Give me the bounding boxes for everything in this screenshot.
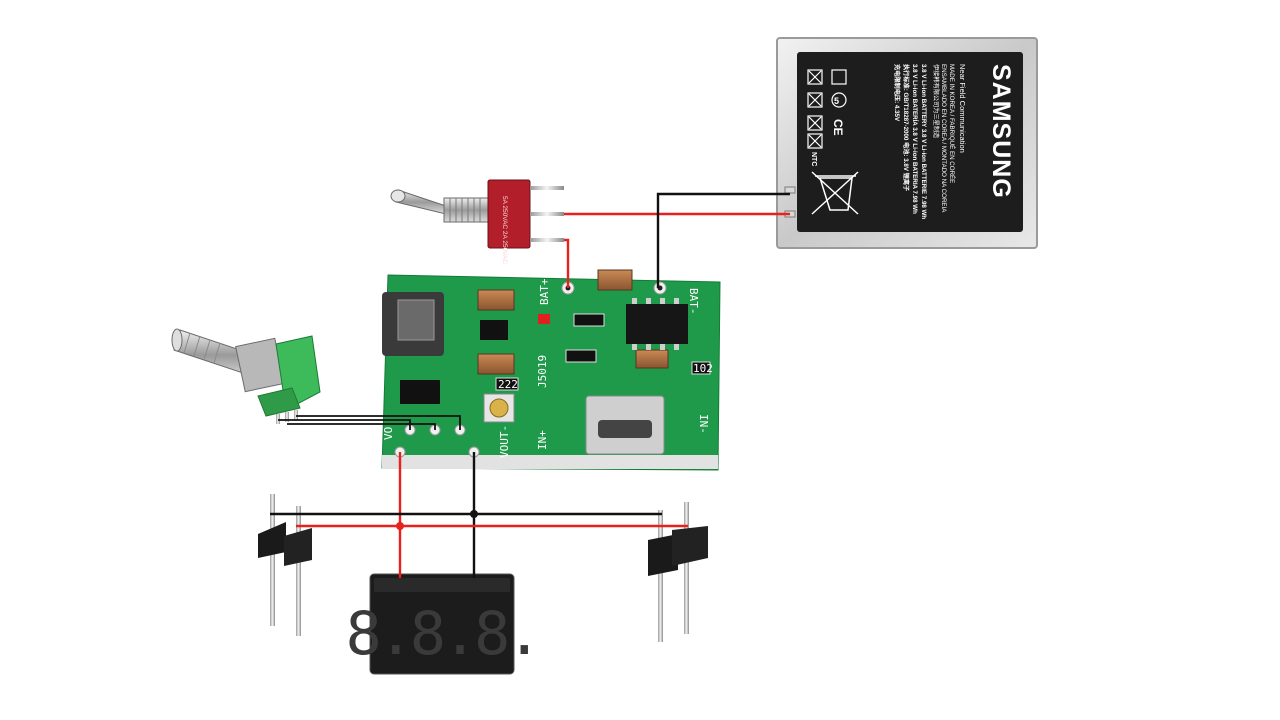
header-housing (258, 522, 286, 558)
pcb-capacitor (477, 289, 515, 311)
recycle-box-icon (807, 69, 823, 85)
weee-bin-icon (811, 171, 859, 215)
pot-shaft-end (171, 328, 183, 352)
battery-cert-icons (807, 69, 847, 149)
pot-base (257, 387, 301, 417)
circle-mark-icon (831, 92, 847, 108)
wire-pot-3 (296, 415, 461, 430)
pot-pin (276, 414, 280, 424)
battery-spec-2: 3.8 V Li-ion BATERÍA 3.8 V Li-ion BATERI… (911, 64, 919, 214)
header-pins-right (648, 502, 708, 642)
pcb-trimmer-dial (489, 398, 509, 418)
switch-pin-2 (530, 212, 564, 216)
pcb-capacitor (597, 269, 633, 291)
toggle-switch: 5A 250VAC 2A 250VAC (390, 179, 564, 264)
battery-spec-4: 充电限制电压: 4.35V (893, 64, 901, 122)
wire-pot-1 (278, 419, 411, 430)
cert-box-icon (807, 92, 823, 108)
battery-nfc-text: Near Field Communication (958, 64, 967, 153)
pcb-usb-port (598, 420, 652, 438)
pcb-label-vo: VO (382, 427, 395, 440)
wire-switch-to-bat-plus (564, 238, 570, 288)
battery-texts: SAMSUNG Near Field Communication MADE IN… (893, 64, 1015, 219)
voltmeter: 8.8.8. (346, 573, 542, 675)
voltmeter-display: 8.8.8. (346, 599, 539, 669)
switch-pin-1 (530, 186, 564, 190)
cross-icon (808, 134, 822, 148)
pcb-resistor-code: 102 (693, 362, 713, 375)
battery-brand: SAMSUNG (987, 64, 1015, 199)
pcb-edge (382, 455, 718, 469)
header-housing (648, 534, 678, 576)
header-pins-left (258, 494, 312, 636)
battery-spec-3: 执行标准: GB/T18287-2000 电池: 3.8V 锂离子 (902, 64, 910, 192)
switch-rating: 5A 250VAC 2A 250VAC (501, 196, 508, 264)
pcb-resistor-code: 222 (498, 378, 518, 391)
battery-ensamblado: ENSAMBLADO EN COREA / MONTADO NA COREIA (940, 64, 947, 213)
battery-label (797, 52, 1023, 232)
pcb-resistor (691, 361, 711, 375)
battery-terminal-neg (784, 186, 796, 194)
pcb-resistor (565, 349, 597, 363)
cert-box-icon (807, 115, 823, 131)
voltmeter-bezel (374, 578, 510, 592)
cross-icon (808, 93, 822, 107)
header-pin (296, 506, 301, 636)
pcb-transistor (480, 320, 508, 340)
pcb-module: 222 102 BAT+ BAT- J5019 IN+ IN- VOUT- VO (381, 269, 721, 471)
header-housing (284, 528, 312, 566)
pcb-capacitor (635, 349, 669, 369)
header-pin (270, 494, 275, 626)
switch-pin-3 (530, 238, 564, 242)
pot-pins (276, 410, 298, 424)
cross-icon (808, 70, 822, 84)
pcb-resistor (495, 377, 519, 391)
switch-body (487, 179, 531, 249)
junction-negative (470, 510, 478, 518)
battery-ntc-label: NTC (810, 152, 817, 166)
cert-box-icon (807, 133, 823, 149)
pot-pin (294, 410, 298, 420)
cert-box-icon (831, 69, 847, 85)
voltmeter-body (369, 573, 515, 675)
battery-spec-1: 3.8 V Li-ion BATTERY 3.8 V Li-ion BATTER… (920, 64, 927, 219)
potentiometer (171, 328, 321, 424)
switch-thread (449, 198, 481, 222)
battery-chinese-line: 伊接韩有限公司为三星制造 (932, 64, 940, 138)
pcb-label-bat-minus: BAT- (687, 288, 700, 315)
wire-pot-2 (287, 423, 436, 430)
pcb-resistor (573, 313, 605, 327)
pcb-label-bat-plus: BAT+ (538, 278, 551, 305)
pcb-label-in-plus: IN+ (536, 430, 549, 450)
pcb-ic-pins (632, 298, 679, 350)
header-pin (658, 510, 663, 642)
battery-cert-mark: CE (831, 119, 845, 136)
pcb-led (538, 314, 550, 324)
switch-lever-tip (390, 189, 406, 203)
pcb-inductor-core (397, 299, 435, 341)
battery-number: 5 (834, 96, 839, 106)
pcb-mosfet (400, 380, 440, 404)
header-housing (672, 526, 708, 566)
pot-shaft-knurl (183, 332, 221, 364)
pcb-label-in-minus: IN- (697, 414, 710, 434)
battery: SAMSUNG Near Field Communication MADE IN… (776, 37, 1038, 249)
pcb-label-vout: VOUT- (498, 425, 511, 458)
switch-bushing (443, 197, 491, 223)
pot-pin (285, 412, 289, 422)
pcb-charger-ic (626, 304, 688, 344)
battery-made-in: MADE IN KOREA / FABRIQUÉ EN CORÉE (948, 64, 955, 183)
pcb-capacitor (477, 353, 515, 375)
cross-icon (808, 116, 822, 130)
header-pin (684, 502, 689, 634)
junction-positive (396, 522, 404, 530)
wire-bat-minus-to-battery (656, 192, 790, 288)
pcb-model-label: J5019 (536, 355, 549, 388)
